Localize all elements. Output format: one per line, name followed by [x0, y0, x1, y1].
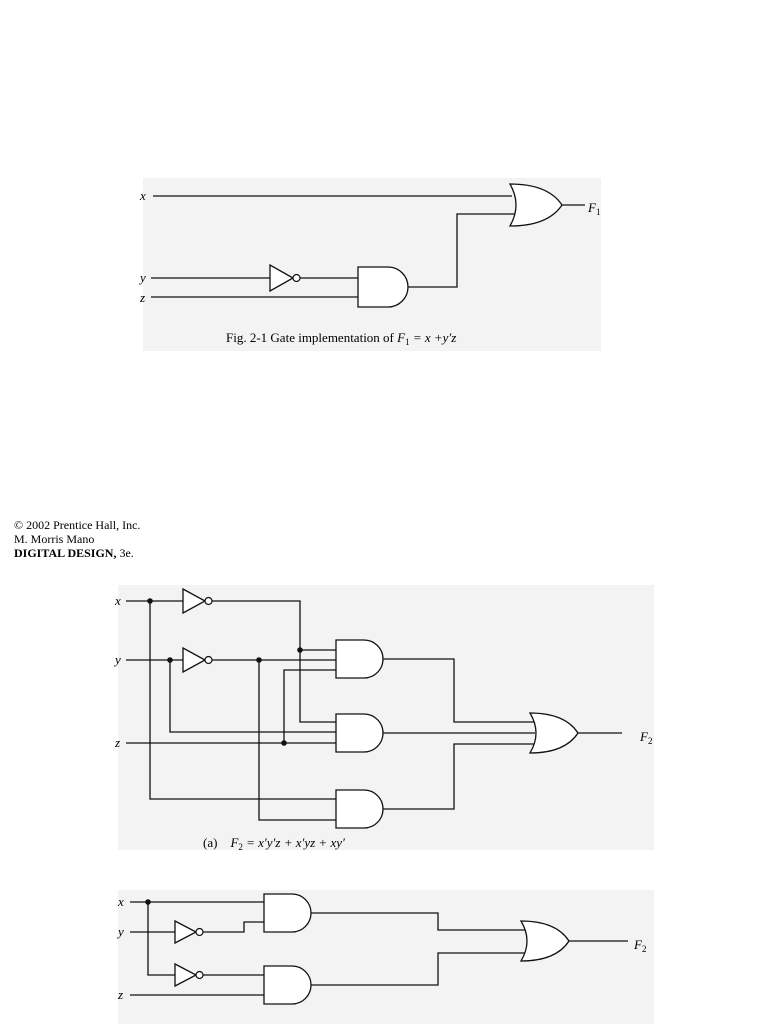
junction-z-a [281, 740, 287, 746]
and-gate-1-b [263, 893, 312, 933]
or-gate-a [528, 712, 579, 754]
figure-2-2b-panel [118, 890, 654, 1024]
input-label-z-b: z [118, 987, 124, 1002]
junction-x-b [145, 899, 151, 905]
figure-2-2a-panel [118, 585, 654, 850]
junction-ynot-a [256, 657, 262, 663]
output-label-f2-b: F2 [634, 937, 647, 954]
input-label-x: x [140, 188, 146, 203]
input-label-y: y [140, 270, 146, 285]
and-gate-2-a [335, 713, 384, 753]
figure-2-2a-circuit [126, 587, 622, 829]
not-gate-y-b [174, 919, 204, 945]
input-label-y-a: y [115, 652, 121, 667]
wire-and-to-or [408, 213, 515, 288]
book-title-line: DIGITAL DESIGN, 3e. [14, 546, 134, 560]
input-label-y-b: y [118, 924, 124, 939]
copyright-line: © 2002 Prentice Hall, Inc. [14, 518, 141, 532]
and-gate-1-a [335, 639, 384, 679]
wire-and3-to-or-a [383, 743, 535, 810]
and-gate-3-a [335, 789, 384, 829]
figure-2-1-caption: Fig. 2-1 Gate implementation of F1 = x +… [226, 330, 457, 348]
not-gate-y-a [182, 646, 213, 674]
figure-2-1-circuit [151, 183, 585, 308]
not-gate-x-a [182, 587, 213, 615]
junction-xnot-a [297, 647, 303, 653]
junction-y-a [167, 657, 173, 663]
author-line: M. Morris Mano [14, 532, 95, 546]
or-gate-b [519, 920, 570, 962]
wire-x-branch-a [149, 601, 336, 800]
not-gate-x-b [174, 962, 204, 988]
wire-and1-to-or-b [311, 912, 527, 931]
wire-ynot-b [203, 921, 264, 933]
input-label-x-a: x [115, 593, 121, 608]
output-label-f2-a: F2 [640, 729, 653, 746]
not-gate-y [269, 263, 301, 293]
and-gate [357, 266, 409, 308]
figure-2-2a-caption: (a) F2 = x′y′z + x′yz + xy′ [203, 835, 345, 853]
copyright-block: © 2002 Prentice Hall, Inc. M. Morris Man… [14, 518, 140, 560]
wire-ynot-branch-a [258, 660, 336, 821]
junction-x-a [147, 598, 153, 604]
wire-y-branch-a [169, 660, 336, 733]
wire-x-branch-b [147, 902, 175, 976]
output-label-f1: F1 [588, 200, 601, 217]
wire-z-branch-a [283, 669, 336, 743]
or-gate [508, 183, 563, 227]
and-gate-2-b [263, 965, 312, 1005]
wire-xnot-a [212, 600, 336, 723]
input-label-z-a: z [115, 735, 121, 750]
wire-and1-to-or-a [383, 658, 535, 723]
wire-and2-to-or-b [311, 952, 527, 986]
figure-2-2b-circuit [130, 893, 628, 1005]
input-label-x-b: x [118, 894, 124, 909]
input-label-z: z [140, 290, 146, 305]
